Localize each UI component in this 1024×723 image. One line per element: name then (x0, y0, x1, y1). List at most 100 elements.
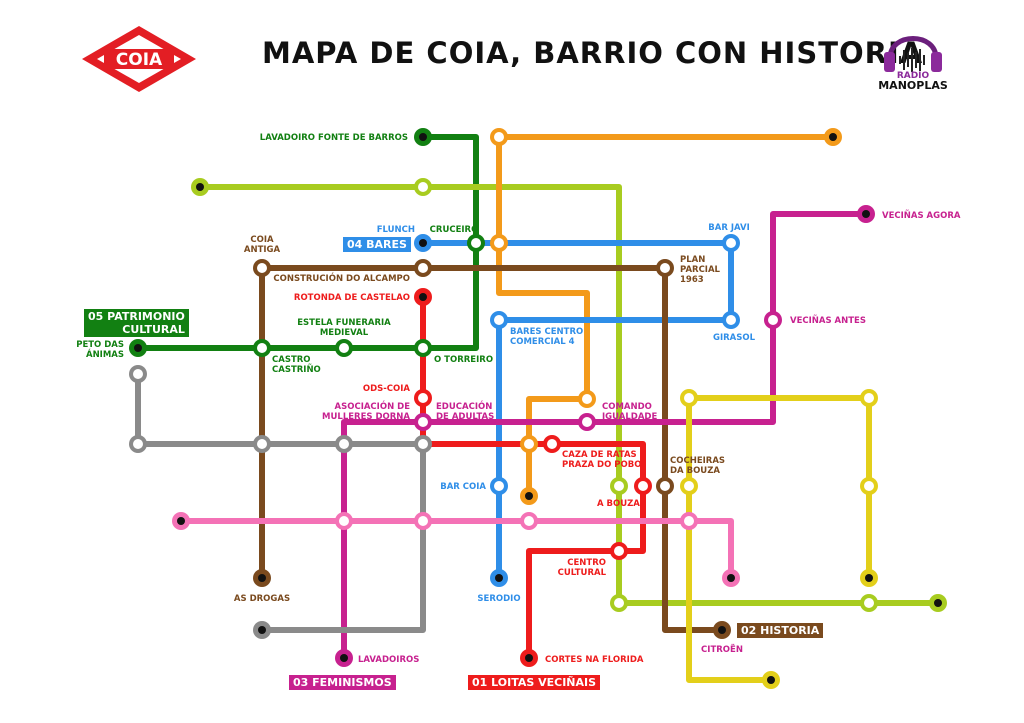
station-ods-center (418, 393, 428, 403)
label-asociacion-2: MULLERES DORNA (322, 412, 410, 422)
label-lavadoiros: LAVADOIROS (358, 655, 419, 665)
label-estela-1: ESTELA FUNERARIA (297, 318, 391, 328)
label-bar-javi: BAR JAVI (708, 223, 749, 233)
station-lime-corner-center (614, 598, 624, 608)
line-feminismos (341, 211, 869, 661)
station-caza-ratas-center (547, 439, 557, 449)
station-gray-2-center (257, 439, 267, 449)
page-title: MAPA DE COIA, BARRIO CON HISTORIA (262, 36, 924, 70)
label-flunch: FLUNCH (377, 225, 415, 235)
station-centro-cultural-center (614, 546, 624, 556)
station-yellow-2-center (864, 393, 874, 403)
line-loitas (420, 294, 646, 661)
station-rotonda-center (419, 293, 427, 301)
station-orange-caza-center (524, 439, 534, 449)
label-cocheiras-1: COCHEIRAS (670, 456, 725, 466)
label-bares-centro-2: COMERCIAL 4 (510, 337, 575, 347)
station-lime-start-center (196, 183, 204, 191)
station-orange-bares-center (494, 238, 504, 248)
label-plan-parcial-2: PARCIAL (680, 265, 721, 275)
label-torreiro: O TORREIRO (434, 355, 493, 365)
coia-logo-text: COIA (116, 50, 163, 70)
station-pink-1-center (339, 516, 349, 526)
station-gray-1-center (133, 439, 143, 449)
station-pink-4-center (684, 516, 694, 526)
label-cortes: CORTES NA FLORIDA (545, 655, 644, 665)
station-lime-yellow-center (864, 598, 874, 608)
station-cruceiro-center (471, 238, 481, 248)
label-coia-antiga-1: COIA (250, 235, 274, 245)
legend-patrimonio-line1: 05 PATRIMONIO (88, 310, 185, 323)
station-lavadoiro-center (419, 133, 427, 141)
station-bar-coia-center (494, 481, 504, 491)
station-yellow-4-center (864, 481, 874, 491)
label-cruceiro: CRUCEIRO (430, 225, 479, 235)
label-coia-antiga-2: ANTIGA (244, 245, 281, 255)
station-estela-center (339, 343, 349, 353)
label-educacion-1: EDUCACIÓN (436, 400, 492, 412)
label-as-drogas: AS DROGAS (234, 594, 290, 604)
station-pink-end-center (727, 574, 735, 582)
station-gray-top-center (133, 369, 143, 379)
station-red-bouza-center (638, 481, 648, 491)
station-gray-3-center (339, 439, 349, 449)
station-pink-3-center (524, 516, 534, 526)
station-orange-top-center (494, 132, 504, 142)
label-peto-2: ÁNIMAS (86, 348, 124, 360)
station-yellow-3-center (684, 481, 694, 491)
line-lime (197, 184, 941, 606)
station-cortes-center (525, 654, 533, 662)
station-construcion-center (418, 263, 428, 273)
manoplas-text: MANOPLAS (878, 79, 948, 92)
label-castro-1: CASTRO (272, 355, 311, 365)
station-lime-mid-center (418, 182, 428, 192)
station-lavadoiros-center (340, 654, 348, 662)
station-a-bouza-center (614, 481, 624, 491)
station-lime-end-center (934, 599, 942, 607)
legend-feminismos[interactable]: 03 FEMINISMOS (289, 675, 396, 690)
coia-logo: COIA (82, 26, 196, 92)
label-comando-1: COMANDO (602, 402, 652, 412)
radio-manoplas-logo: RADIO MANOPLAS (878, 36, 948, 92)
label-girasol: GIRASOL (713, 333, 756, 343)
label-bar-coia: BAR COIA (440, 482, 486, 492)
station-orange-comando-center (582, 394, 592, 404)
label-caza-1: CAZA DE RATAS (562, 450, 637, 460)
line-pink (178, 518, 734, 581)
label-lavadoiro: LAVADOIRO FONTE DE BARROS (260, 133, 408, 143)
legend-loitas[interactable]: 01 LOITAS VECIÑAIS (468, 675, 601, 690)
station-girasol-center (726, 315, 736, 325)
station-torreiro-center (418, 343, 428, 353)
label-cocheiras-2: DA BOUZA (670, 466, 720, 476)
waveform-icon (899, 48, 925, 72)
label-educacion-2: DE ADULTAS (436, 412, 494, 422)
station-plan-parcial-center (660, 263, 670, 273)
label-serodio: SERODIO (477, 594, 520, 604)
station-pink-2-center (418, 516, 428, 526)
legend-patrimonio-line2: CULTURAL (122, 323, 185, 336)
legend-patrimonio[interactable]: 05 PATRIMONIO CULTURAL (84, 309, 189, 337)
station-serodio-center (495, 574, 503, 582)
station-flunch-center (419, 239, 427, 247)
station-orange-end-center (829, 133, 837, 141)
legend-historia[interactable]: 02 HISTORIA (737, 623, 824, 638)
station-yellow-5-center (865, 574, 873, 582)
station-vecinas-antes-center (768, 315, 778, 325)
label-vecinas-agora: VECIÑAS AGORA (882, 210, 961, 221)
station-asociacion-center (418, 417, 428, 427)
label-comando-2: IGUALDADE (602, 412, 657, 422)
label-estela-2: MEDIEVAL (320, 328, 369, 338)
radio-text: RADIO (897, 71, 930, 81)
legend-bares[interactable]: 04 BARES (343, 237, 411, 252)
label-a-bouza: A BOUZA (597, 499, 640, 509)
station-bar-javi-center (726, 238, 736, 248)
station-orange-last-center (525, 492, 533, 500)
label-centro-1: CENTRO (567, 558, 606, 568)
label-asociacion-1: ASOCIACIÓN DE (335, 400, 411, 412)
station-gray-4-center (418, 439, 428, 449)
station-coia-antiga-center (257, 263, 267, 273)
label-bares-centro-1: BARES CENTRO (510, 327, 583, 337)
station-comando-center (582, 417, 592, 427)
station-citroen-center (718, 626, 726, 634)
